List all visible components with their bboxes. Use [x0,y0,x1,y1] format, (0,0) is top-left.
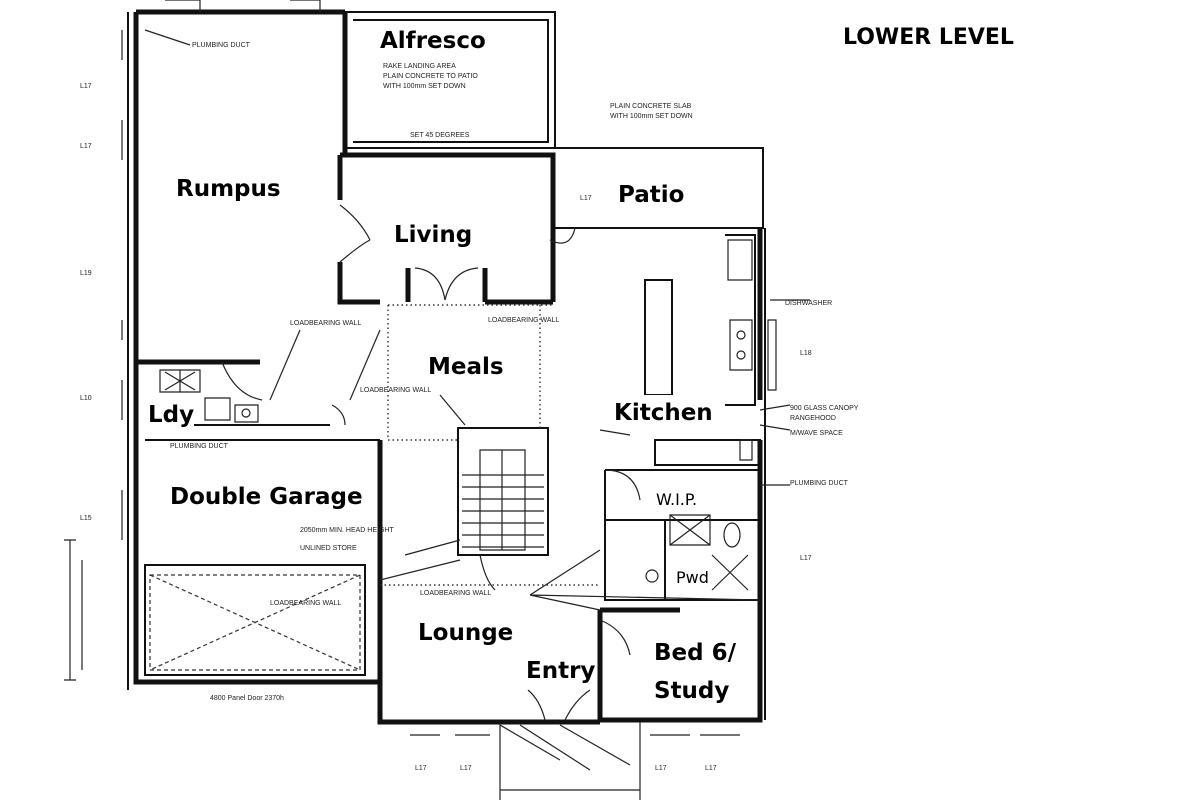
svg-text:L17: L17 [460,765,472,772]
room-label-entry: Entry [526,658,595,684]
svg-text:LOADBEARING WALL: LOADBEARING WALL [488,317,559,324]
room-label-pwd: Pwd [676,568,709,587]
svg-text:WITH 100mm SET DOWN: WITH 100mm SET DOWN [610,113,693,120]
leader-lines [144,29,810,611]
svg-text:L17: L17 [580,195,592,202]
exterior-walls [127,9,766,725]
svg-text:M/WAVE SPACE: M/WAVE SPACE [790,430,843,437]
svg-text:L15: L15 [80,515,92,522]
svg-text:L17: L17 [705,765,717,772]
svg-text:2050mm MIN. HEAD HEIGHT: 2050mm MIN. HEAD HEIGHT [300,527,394,534]
svg-text:L10: L10 [80,395,92,402]
svg-text:PLAIN CONCRETE SLAB: PLAIN CONCRETE SLAB [610,103,692,110]
svg-text:UNLINED STORE: UNLINED STORE [300,545,357,552]
room-label-alfresco: Alfresco [380,28,486,54]
svg-text:LOADBEARING WALL: LOADBEARING WALL [270,600,341,607]
doors [221,204,641,721]
svg-text:L17: L17 [80,83,92,90]
svg-text:PLUMBING DUCT: PLUMBING DUCT [192,42,251,49]
svg-text:L17: L17 [655,765,667,772]
svg-text:PLUMBING DUCT: PLUMBING DUCT [790,480,849,487]
room-label-wip: W.I.P. [656,490,697,509]
powder-room-fixtures [645,439,753,591]
room-label-patio: Patio [618,182,684,208]
svg-text:L18: L18 [800,350,812,357]
svg-text:PLUMBING DUCT: PLUMBING DUCT [170,443,229,450]
svg-text:LOADBEARING WALL: LOADBEARING WALL [290,320,361,327]
svg-text:L17: L17 [800,555,812,562]
room-label-ldy: Ldy [148,402,194,428]
svg-text:WITH 100mm SET DOWN: WITH 100mm SET DOWN [383,83,466,90]
svg-text:RANGEHOOD: RANGEHOOD [790,415,836,422]
load-bearing-lines [380,304,600,586]
svg-text:4800 Panel Door 2370h: 4800 Panel Door 2370h [210,695,284,702]
staircase [462,449,544,591]
svg-text:L19: L19 [80,270,92,277]
room-label-meals: Meals [428,354,504,380]
room-label-living: Living [394,222,472,248]
room-label-lounge: Lounge [418,620,513,646]
dimension-marks [64,0,740,800]
level-title: LOWER LEVEL [843,25,1014,50]
annotations: PLUMBING DUCT RAKE LANDING AREA PLAIN CO… [80,42,859,772]
svg-text:PLAIN CONCRETE TO PATIO: PLAIN CONCRETE TO PATIO [383,73,478,80]
room-label-bed6-line1: Bed 6/ [654,640,737,666]
svg-text:DISHWASHER: DISHWASHER [785,300,832,307]
svg-text:L17: L17 [415,765,427,772]
room-labels: Alfresco Rumpus Living Patio Meals Kitch… [144,25,737,704]
kitchen-fixtures [727,239,777,391]
svg-text:RAKE LANDING AREA: RAKE LANDING AREA [383,63,456,70]
garage-door [149,574,361,671]
room-label-rumpus: Rumpus [176,176,281,202]
svg-text:SET 45 DEGREES: SET 45 DEGREES [410,132,470,139]
svg-text:LOADBEARING WALL: LOADBEARING WALL [360,387,431,394]
room-label-bed6-line2: Study [654,678,729,704]
svg-text:L17: L17 [80,143,92,150]
room-label-kitchen: Kitchen [614,400,713,426]
svg-text:LOADBEARING WALL: LOADBEARING WALL [420,590,491,597]
room-label-double-garage: Double Garage [170,484,363,510]
svg-text:900 GLASS CANOPY: 900 GLASS CANOPY [790,405,859,412]
laundry-fixtures [159,369,259,423]
